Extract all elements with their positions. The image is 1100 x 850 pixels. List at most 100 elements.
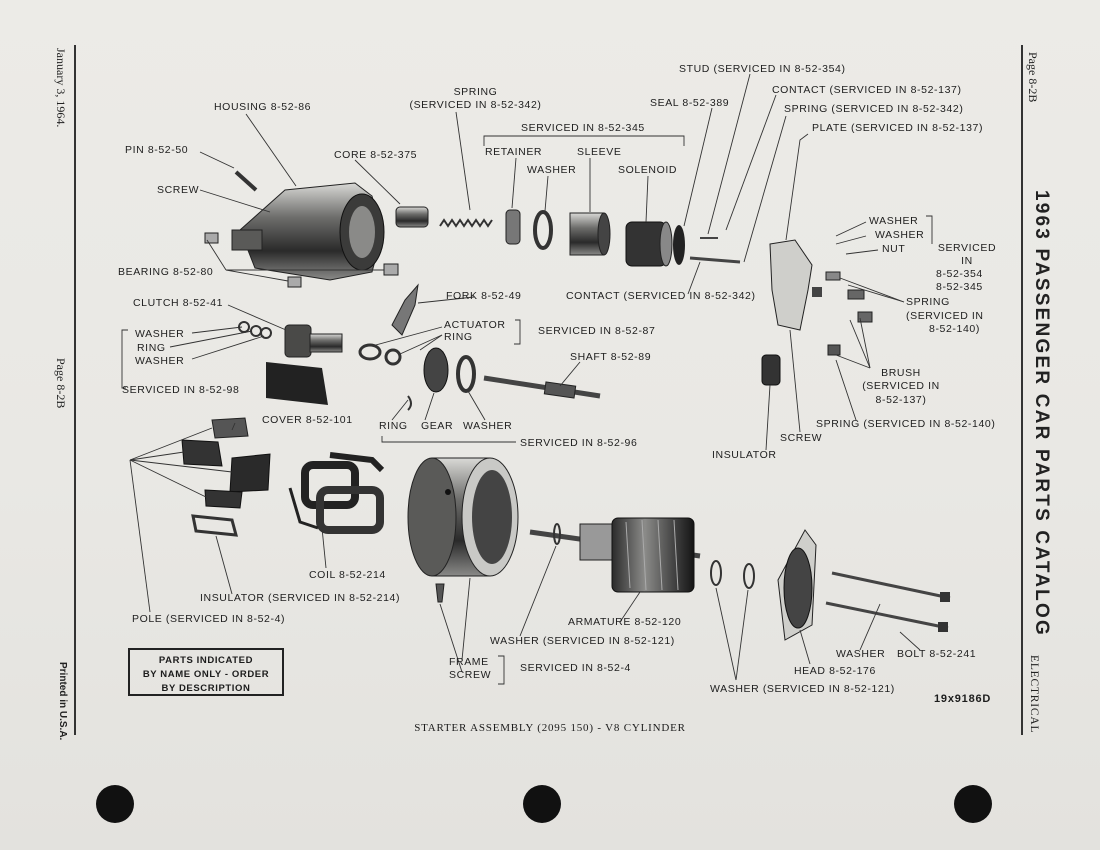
label-bolt: BOLT 8-52-241: [897, 648, 977, 660]
label-core: CORE 8-52-375: [334, 149, 418, 161]
frame-screw-part: [435, 583, 445, 603]
right-margin-rule: [1021, 45, 1023, 735]
label-spring-r-3: 8-52-140): [929, 323, 980, 335]
washer-mid-part: [533, 210, 553, 250]
housing-part: [231, 182, 385, 281]
label-washer-l2: WASHER: [135, 355, 185, 367]
label-seal: SEAL 8-52-389: [650, 97, 730, 109]
gear-part: [423, 347, 449, 393]
plate-part: [769, 239, 813, 331]
label-insulator-bot: INSULATOR (SERVICED IN 8-52-214): [200, 592, 401, 604]
spring-part: [439, 218, 493, 228]
label-washer-bolt: WASHER: [836, 648, 886, 660]
label-ring-bot: RING: [379, 420, 408, 432]
washer-armature-part: [553, 523, 561, 545]
leader-lines: [121, 73, 933, 685]
sleeve-part: [569, 212, 611, 256]
label-spring-r-1: SPRING: [906, 296, 950, 308]
ring-bottom-part: [407, 395, 412, 411]
label-serviced-87: SERVICED IN 8-52-87: [538, 325, 656, 337]
fork-part: [391, 283, 419, 336]
figure-caption: STARTER ASSEMBLY (2095 150) - V8 CYLINDE…: [414, 722, 686, 734]
washer-left-part-2: [260, 327, 272, 339]
notice-line-3: BY DESCRIPTION: [161, 683, 251, 694]
shaft-part: [483, 375, 601, 399]
frame-part: [407, 457, 519, 577]
label-gear: GEAR: [421, 420, 454, 432]
label-retainer: RETAINER: [485, 146, 543, 158]
label-fork: FORK 8-52-49: [446, 290, 522, 302]
label-screw-bot: SCREW: [449, 669, 492, 681]
washer-head-part-2: [743, 563, 755, 589]
brush-assembly: [812, 271, 873, 356]
bearing-part-1: [204, 232, 219, 244]
pin-part: [234, 170, 258, 192]
label-spring-top-2: (SERVICED IN 8-52-342): [409, 99, 542, 111]
head-part: [777, 529, 817, 641]
label-stud: STUD (SERVICED IN 8-52-354): [679, 63, 846, 75]
label-pole: POLE (SERVICED IN 8-52-4): [132, 613, 286, 625]
drawing-code: 19x9186D: [934, 693, 992, 705]
label-washer-r1: WASHER: [869, 215, 919, 227]
seal-part: [673, 225, 685, 265]
contact-part: [689, 256, 741, 264]
left-margin-rule: [74, 45, 76, 735]
label-ring-l: RING: [137, 342, 166, 354]
notice-line-1: PARTS INDICATED: [158, 655, 254, 666]
notice-line-2: BY NAME ONLY - ORDER: [142, 669, 270, 680]
label-actuator: ACTUATOR: [444, 319, 506, 331]
label-spring-r-2: (SERVICED IN: [906, 310, 984, 322]
actuator-part: [358, 343, 382, 361]
label-washer-l1: WASHER: [135, 328, 185, 340]
label-contact-top: CONTACT (SERVICED IN 8-52-137): [772, 84, 962, 96]
label-bearing: BEARING 8-52-80: [118, 266, 214, 278]
label-serviced-96: SERVICED IN 8-52-96: [520, 437, 638, 449]
pole-shoes: [181, 417, 271, 537]
label-brush-1: BRUSH: [881, 367, 921, 379]
notice-box: PARTS INDICATED BY NAME ONLY - ORDER BY …: [128, 648, 284, 696]
label-nut: NUT: [882, 243, 906, 255]
label-spring-top-1: SPRING: [453, 86, 498, 98]
label-pin: PIN 8-52-50: [125, 144, 189, 156]
binder-hole-left: [96, 785, 134, 823]
armature-part: [529, 517, 701, 593]
label-serviced-r-2: IN: [961, 255, 973, 267]
label-serviced-345: SERVICED IN 8-52-345: [521, 122, 645, 134]
insulator-mid-part: [761, 354, 781, 386]
label-head: HEAD 8-52-176: [794, 665, 876, 677]
label-ring-act: RING: [444, 331, 473, 343]
label-solenoid: SOLENOID: [618, 164, 678, 176]
label-serviced-98: SERVICED IN 8-52-98: [122, 384, 240, 396]
label-screw-top: SCREW: [157, 184, 200, 196]
label-serviced-4: SERVICED IN 8-52-4: [520, 662, 631, 674]
actuator-ring-part: [384, 348, 402, 366]
binder-hole-center: [523, 785, 561, 823]
label-serviced-r-4: 8-52-345: [936, 281, 983, 293]
label-washer-mid: WASHER: [527, 164, 577, 176]
label-sleeve: SLEEVE: [577, 146, 622, 158]
binder-hole-right: [954, 785, 992, 823]
bolts-part: [825, 571, 951, 632]
ring-left-part: [250, 325, 262, 337]
label-cover: COVER 8-52-101: [262, 414, 353, 426]
label-brush-2: (SERVICED IN: [862, 380, 940, 392]
coil-part: [288, 452, 385, 534]
label-housing: HOUSING 8-52-86: [214, 101, 312, 113]
cover-part: [266, 362, 328, 405]
label-coil: COIL 8-52-214: [309, 569, 386, 581]
bearing-part-2: [383, 263, 399, 276]
label-clutch: CLUTCH 8-52-41: [133, 297, 224, 309]
label-contact-mid: CONTACT (SERVICED IN 8-52-342): [566, 290, 756, 302]
label-frame: FRAME: [449, 656, 489, 668]
core-part: [395, 206, 429, 228]
washer-head-part-1: [710, 560, 722, 586]
retainer-part: [505, 209, 521, 245]
label-serviced-r-3: 8-52-354: [936, 268, 983, 280]
label-screw-mid: SCREW: [780, 432, 823, 444]
label-washer-bot: WASHER: [463, 420, 513, 432]
solenoid-part: [625, 221, 673, 267]
bearing-part-3: [287, 276, 302, 288]
label-spring-342: SPRING (SERVICED IN 8-52-342): [784, 103, 964, 115]
